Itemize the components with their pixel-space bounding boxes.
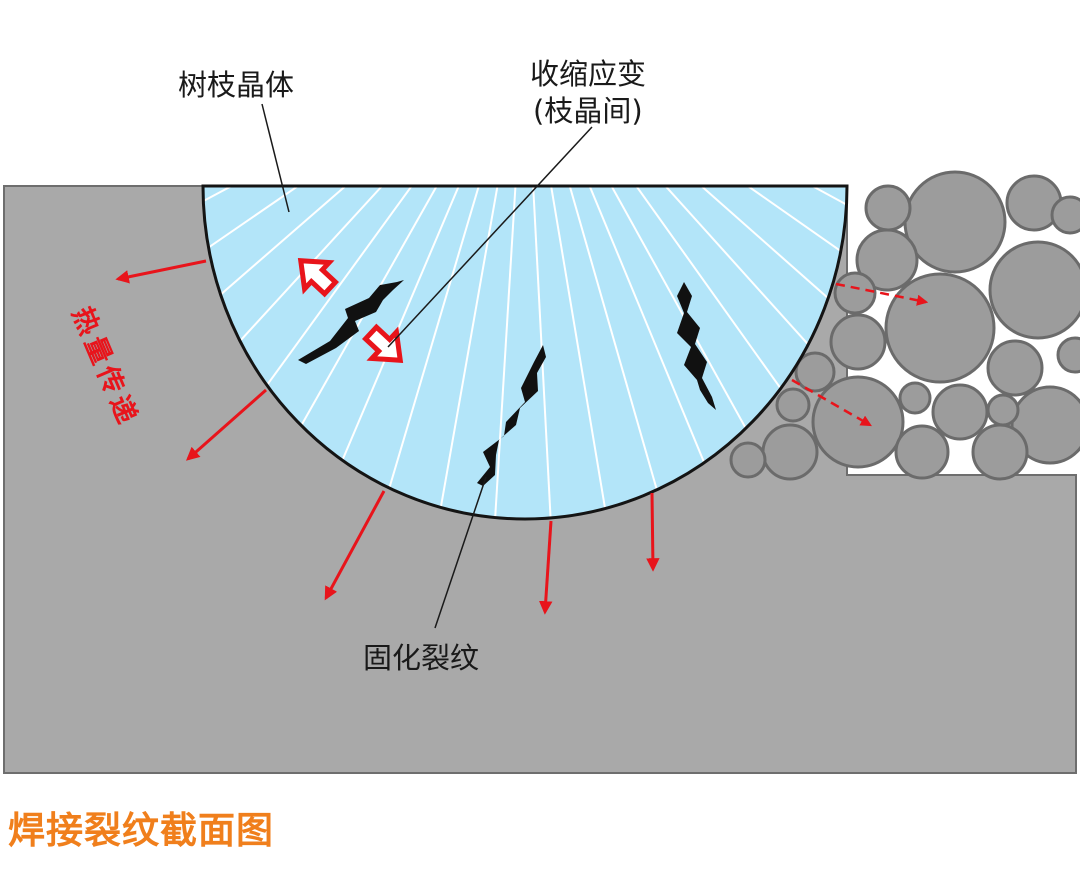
powder-particle-icon <box>855 228 919 292</box>
label-dendrite: 树枝晶体 <box>178 68 294 102</box>
powder-particle-icon <box>1050 195 1080 235</box>
heat-arrows-powder <box>791 282 929 427</box>
weld-pool <box>203 186 847 519</box>
powder-particle-icon <box>884 272 996 384</box>
powder-particle-icon <box>988 240 1080 340</box>
label-shrinkage-strain-sub: (枝晶间) <box>533 94 643 128</box>
leader-lines <box>261 103 593 629</box>
powder-particle-icon <box>931 383 989 441</box>
powder-particle-icon <box>894 424 950 480</box>
crack-icon <box>298 280 404 364</box>
powder-particle-icon <box>986 339 1044 397</box>
heat-arrow-icon <box>538 520 553 615</box>
heat-arrow-icon <box>324 490 386 601</box>
powder-particle-icon <box>864 184 912 232</box>
crack-icon <box>477 345 546 486</box>
heat-arrow-icon <box>791 378 872 427</box>
powder-particle-icon <box>775 387 811 423</box>
strain-arrow-icon <box>297 258 339 298</box>
heat-arrow-icon <box>835 282 929 306</box>
powder-particle-icon <box>971 423 1029 481</box>
heat-arrow-icon <box>646 492 660 572</box>
strain-arrow-icon <box>362 323 404 363</box>
powder-bed <box>729 170 1080 481</box>
dendrite-lines <box>203 186 847 519</box>
powder-particle-icon <box>833 271 877 315</box>
label-shrinkage-strain: 收缩应变 <box>530 57 646 91</box>
label-solidification-crack: 固化裂纹 <box>363 641 479 675</box>
powder-particle-icon <box>794 351 836 393</box>
powder-particle-icon <box>986 393 1020 427</box>
heat-arrow-icon <box>115 259 207 284</box>
powder-particle-icon <box>729 441 767 479</box>
crack-icon <box>677 282 716 410</box>
weld-pool-outline <box>201 184 849 521</box>
powder-particle-icon <box>1010 385 1080 465</box>
powder-particle-icon <box>898 381 932 415</box>
figure-caption: 焊接裂纹截面图 <box>8 809 274 852</box>
powder-particle-icon <box>1056 336 1080 374</box>
heat-arrows <box>115 259 660 615</box>
heat-arrow-icon <box>185 388 267 461</box>
powder-particle-icon <box>829 313 887 371</box>
powder-particle-icon <box>811 375 905 469</box>
powder-particle-icon <box>903 170 1007 274</box>
powder-particle-icon <box>761 423 819 481</box>
